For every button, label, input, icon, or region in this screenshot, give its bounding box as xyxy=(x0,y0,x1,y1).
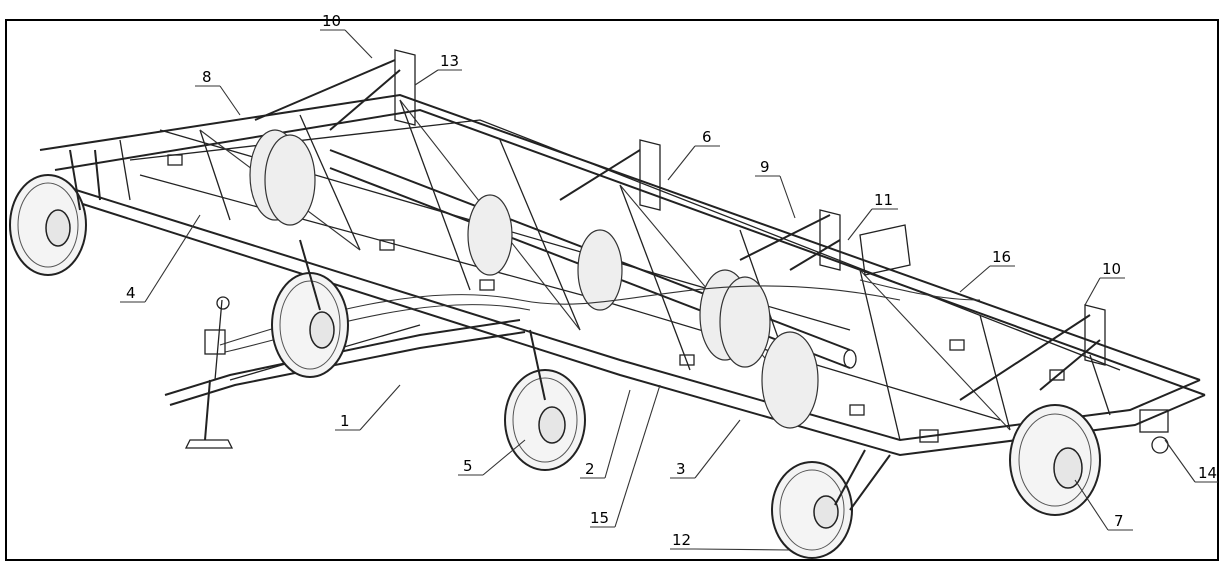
callout-14: 14 xyxy=(1198,464,1217,482)
callout-6: 6 xyxy=(702,128,712,146)
callout-12: 12 xyxy=(672,531,691,549)
callout-10-top: 10 xyxy=(322,12,341,30)
main-frame xyxy=(39,93,1206,457)
leader-lines xyxy=(120,29,1218,551)
callout-10-right: 10 xyxy=(1102,260,1121,278)
callout-3: 3 xyxy=(676,460,686,478)
diagram-border xyxy=(5,19,1219,561)
callout-11: 11 xyxy=(874,191,893,209)
callout-2: 2 xyxy=(585,460,595,478)
callout-1: 1 xyxy=(340,412,350,430)
callout-5: 5 xyxy=(463,457,473,475)
disc-gangs xyxy=(249,129,819,429)
callout-9: 9 xyxy=(760,158,770,176)
callout-13: 13 xyxy=(440,52,459,70)
hydraulic-cylinders xyxy=(219,49,1169,454)
wheels xyxy=(9,149,1101,559)
callout-4: 4 xyxy=(126,284,136,302)
callout-8: 8 xyxy=(202,68,212,86)
callout-labels: 10 8 13 6 9 11 16 10 4 1 5 2 3 15 12 7 1… xyxy=(126,12,1217,549)
callout-7: 7 xyxy=(1114,512,1124,530)
callout-16: 16 xyxy=(992,248,1011,266)
callout-15: 15 xyxy=(590,509,609,527)
